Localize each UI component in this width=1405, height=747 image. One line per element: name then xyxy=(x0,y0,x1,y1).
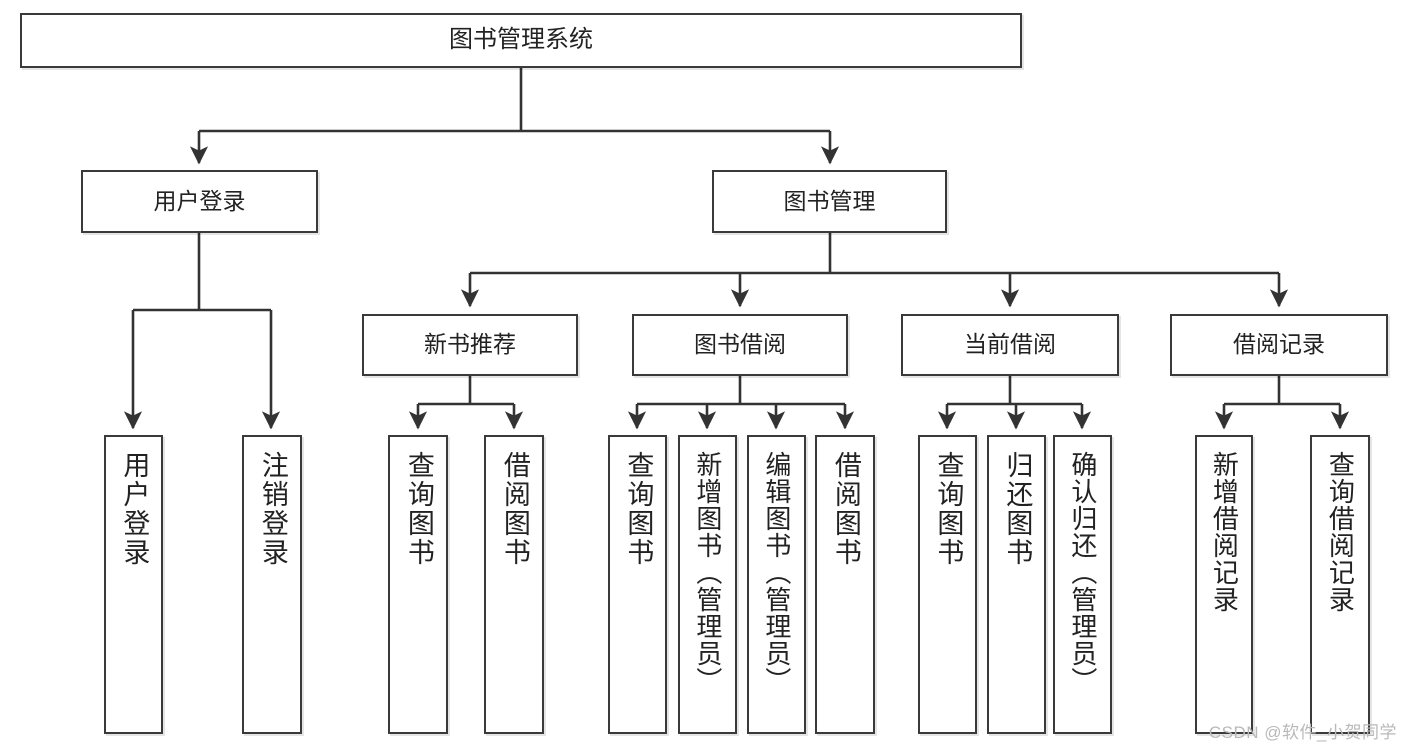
leaf-borrow-record-add[interactable]: 新增借阅记录 xyxy=(1195,435,1253,734)
leaf-new-book-borrow-label: 借阅图书 xyxy=(499,451,530,567)
node-book-management-label: 图书管理 xyxy=(783,187,876,214)
leaf-book-borrow-borrow-label: 借阅图书 xyxy=(830,451,861,567)
leaf-current-borrow-query-label: 查询图书 xyxy=(933,451,964,567)
node-book-borrow-label: 图书借阅 xyxy=(694,331,786,358)
leaf-book-borrow-edit-label: 编辑图书（管理员） xyxy=(761,451,792,694)
leaf-current-borrow-confirm-return[interactable]: 确认归还（管理员） xyxy=(1053,435,1112,734)
leaf-borrow-record-query[interactable]: 查询借阅记录 xyxy=(1310,435,1370,734)
leaf-current-borrow-query[interactable]: 查询图书 xyxy=(918,435,977,734)
leaf-borrow-record-add-label: 新增借阅记录 xyxy=(1209,451,1240,613)
node-new-book-recommend-label: 新书推荐 xyxy=(424,331,516,358)
leaf-book-borrow-edit[interactable]: 编辑图书（管理员） xyxy=(747,435,806,734)
leaf-book-borrow-borrow[interactable]: 借阅图书 xyxy=(815,435,875,734)
watermark: CSDN @软件_小贺同学 xyxy=(1208,723,1397,742)
node-borrow-record-label: 借阅记录 xyxy=(1233,331,1325,358)
leaf-current-borrow-return-label: 归还图书 xyxy=(1002,451,1033,567)
leaf-book-borrow-add-label: 新增图书（管理员） xyxy=(692,451,723,694)
node-current-borrow-label: 当前借阅 xyxy=(964,331,1056,358)
leaf-book-borrow-query[interactable]: 查询图书 xyxy=(608,435,667,734)
leaf-new-book-query[interactable]: 查询图书 xyxy=(388,435,448,734)
leaf-new-book-borrow[interactable]: 借阅图书 xyxy=(484,435,544,734)
leaf-new-book-query-label: 查询图书 xyxy=(403,451,434,567)
node-current-borrow[interactable]: 当前借阅 xyxy=(901,314,1119,376)
node-book-management[interactable]: 图书管理 xyxy=(712,170,947,233)
leaf-user-login-login-label: 用户登录 xyxy=(119,451,150,567)
node-user-login[interactable]: 用户登录 xyxy=(81,170,318,233)
leaf-user-login-login[interactable]: 用户登录 xyxy=(104,435,163,734)
leaf-current-borrow-confirm-return-label: 确认归还（管理员） xyxy=(1067,451,1098,694)
node-borrow-record[interactable]: 借阅记录 xyxy=(1170,314,1388,376)
leaf-book-borrow-query-label: 查询图书 xyxy=(623,451,654,567)
node-root[interactable]: 图书管理系统 xyxy=(20,13,1022,68)
leaf-book-borrow-add[interactable]: 新增图书（管理员） xyxy=(678,435,737,734)
node-book-borrow[interactable]: 图书借阅 xyxy=(632,314,848,376)
leaf-user-login-logout-label: 注销登录 xyxy=(257,451,288,567)
node-root-label: 图书管理系统 xyxy=(449,26,593,54)
node-new-book-recommend[interactable]: 新书推荐 xyxy=(362,314,578,376)
leaf-current-borrow-return[interactable]: 归还图书 xyxy=(987,435,1046,734)
leaf-borrow-record-query-label: 查询借阅记录 xyxy=(1325,451,1356,613)
node-user-login-label: 用户登录 xyxy=(153,187,246,214)
leaf-user-login-logout[interactable]: 注销登录 xyxy=(242,435,302,734)
